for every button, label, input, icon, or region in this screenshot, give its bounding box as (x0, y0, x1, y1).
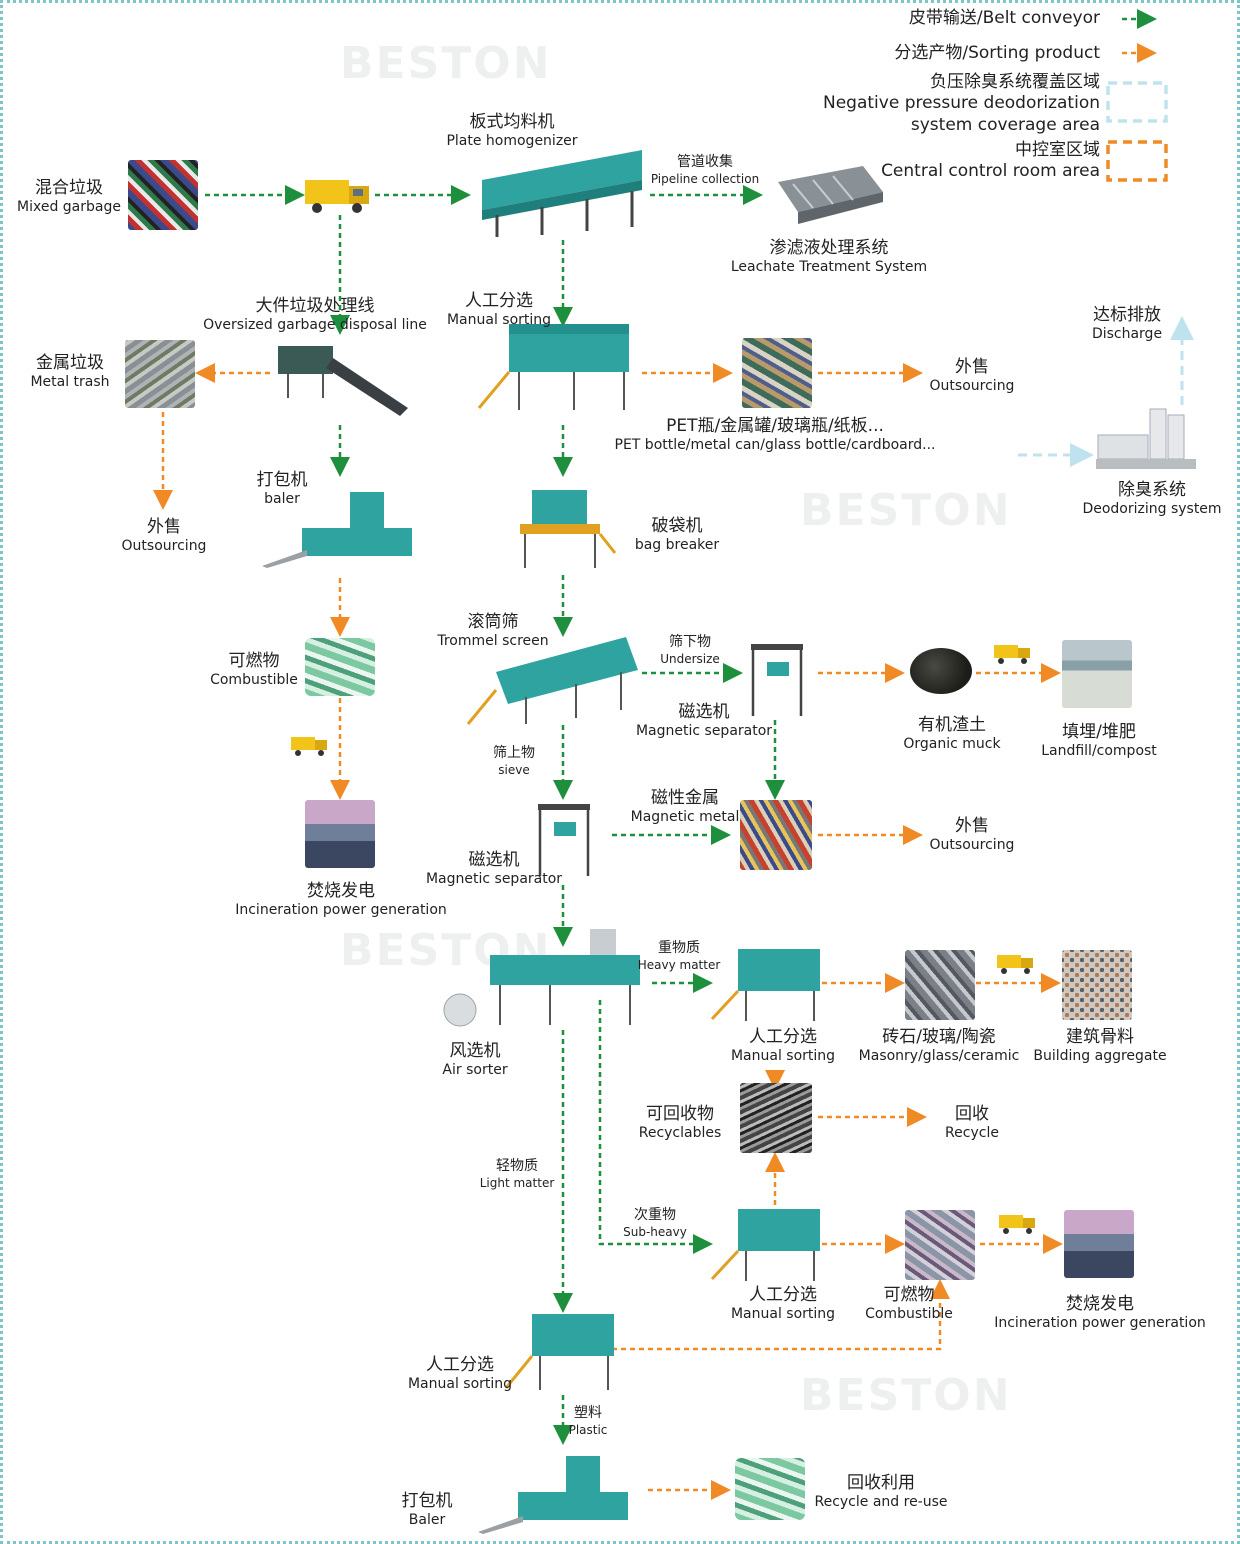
landfill-image (1062, 640, 1132, 708)
incineration-right-image (1064, 1210, 1134, 1278)
manual-sorting-machine (477, 324, 629, 410)
organic-muck-image (910, 648, 972, 694)
manual-sorting-machine (710, 1209, 820, 1281)
masonry-image (905, 950, 975, 1020)
magnetic-separator-machine (538, 804, 590, 876)
legend-control-box (1106, 140, 1168, 182)
combustible-right-image (905, 1210, 975, 1280)
magnetic-metal-image (740, 800, 812, 870)
legend-control-zh: 中控室区域 (1015, 140, 1100, 160)
recycle-bale-image (735, 1458, 805, 1520)
truck-icon (997, 955, 1033, 974)
truck-icon (305, 180, 369, 213)
incineration-left-image (305, 800, 375, 868)
watermark: BESTON (340, 38, 552, 89)
truck-icon (999, 1215, 1035, 1234)
legend-deodor-zh: 负压除臭系统覆盖区域 (930, 72, 1100, 92)
legend-control-en: Central control room area (881, 161, 1100, 182)
air-sorter-machine (443, 929, 640, 1027)
belt-arrow (598, 1000, 713, 1254)
trommel-machine (466, 637, 638, 725)
bag-breaker-machine (520, 490, 617, 568)
magnetic-separator-machine (751, 644, 803, 716)
legend-deodor-en2: system coverage area (910, 114, 1100, 135)
legend-deodor: 负压除臭系统覆盖区域 Negative pressure deodorizati… (823, 72, 1100, 136)
aggregate-image (1062, 950, 1132, 1020)
metal-trash-image (125, 340, 195, 408)
watermark: BESTON (800, 1370, 1012, 1421)
mixed-garbage-image (128, 160, 198, 230)
manual-sorting-machine (710, 949, 820, 1021)
watermark: BESTON (800, 485, 1012, 536)
baler-machine (262, 492, 412, 568)
sorting-arrow (612, 1279, 950, 1351)
truck-icon (994, 645, 1030, 664)
oversized-line-machine (278, 346, 408, 416)
baler-machine (478, 1456, 628, 1534)
plate-homogenizer-machine (482, 150, 642, 237)
combustible-bale-image (305, 638, 375, 696)
pet-bottles-image (742, 338, 812, 408)
legend-deodor-en1: Negative pressure deodorization (823, 93, 1100, 114)
deodorizing-machine (1096, 408, 1196, 469)
legend-belt: 皮带输送/Belt conveyor (908, 8, 1100, 28)
legend-control: 中控室区域 Central control room area (881, 140, 1100, 183)
label-pet: PET瓶/金属罐/玻璃瓶/纸板...PET bottle/metal can/g… (614, 416, 936, 454)
leachate-machine (778, 166, 883, 224)
legend-deodor-box (1106, 81, 1168, 123)
manual-sorting-machine (504, 1314, 614, 1390)
legend-sorting: 分选产物/Sorting product (894, 43, 1100, 63)
recyclables-image (740, 1083, 812, 1153)
truck-icon (291, 737, 327, 756)
